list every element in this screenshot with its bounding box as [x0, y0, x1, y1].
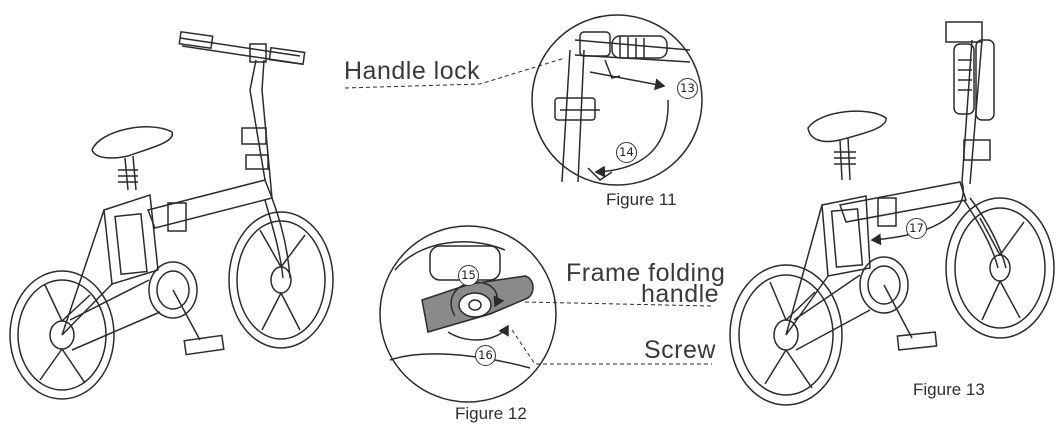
- handle-lock-label: Handle lock: [344, 57, 481, 85]
- frame-folding-label-line2: handle: [641, 280, 720, 308]
- bike-illustration-right: [729, 21, 1055, 406]
- figure-11-caption: Figure 11: [606, 190, 677, 209]
- screw-label: Screw: [644, 336, 716, 364]
- figure-12-detail: [379, 225, 557, 403]
- rotate-arrow-15: [450, 281, 505, 317]
- step-badge-16: 16: [475, 345, 496, 366]
- frame-folding-label-line1: Frame folding: [566, 259, 726, 287]
- frame-folding-leader: [524, 301, 713, 307]
- figure-11-detail: [531, 14, 703, 186]
- step-badge-13: 13: [677, 78, 698, 99]
- figure-12-caption: Figure 12: [455, 404, 527, 423]
- handle-lock-leader: [344, 57, 566, 89]
- fold-arrow-17: [870, 181, 964, 246]
- figure-13-caption: Figure 13: [913, 380, 985, 399]
- fold-arrow-14: [594, 99, 669, 178]
- step-badge-15: 15: [458, 265, 479, 286]
- bike-illustration-left: [9, 30, 334, 400]
- step-badge-14: 14: [616, 142, 637, 163]
- step-badge-17: 17: [906, 218, 927, 239]
- fold-arrow-13: [589, 71, 666, 91]
- rotate-arrow-16: [447, 324, 509, 341]
